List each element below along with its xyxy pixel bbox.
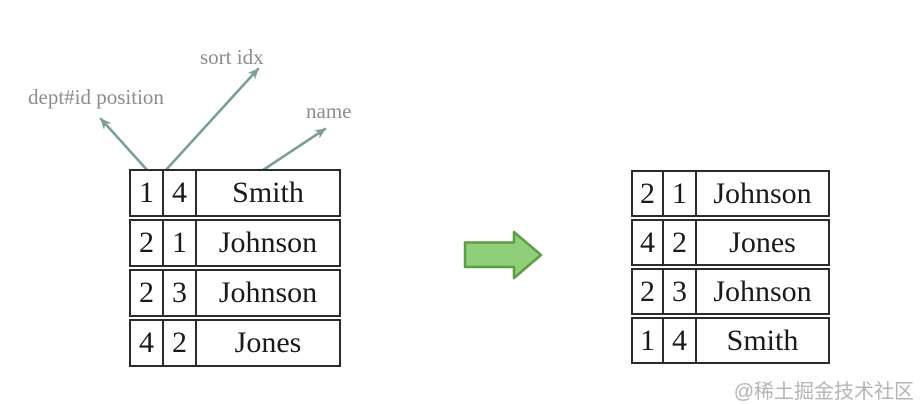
cell-dept-position: 4	[131, 321, 164, 365]
cell-name: Jones	[234, 326, 302, 359]
table-row: 4 2 Jones	[129, 319, 341, 367]
pointer-arrow-dept-icon	[99, 117, 150, 173]
watermark: @稀土掘金技术社区	[733, 381, 914, 403]
cell-name: Johnson	[713, 274, 812, 308]
cell-sort-idx: 2	[664, 221, 697, 264]
source-table: 1 4 Smith 2 1 Johnson 2 3 Johnson 4 2 Jo…	[129, 169, 341, 367]
cell-sort-idx: 4	[164, 171, 197, 215]
table-row: 1 4 Smith	[631, 317, 830, 364]
table-row: 2 3 Johnson	[631, 268, 830, 315]
table-row: 2 3 Johnson	[129, 269, 341, 317]
cell-sort-idx: 1	[664, 172, 697, 215]
cell-dept-position: 2	[633, 172, 664, 215]
cell-sort-idx: 4	[664, 319, 697, 362]
cell-sort-idx: 1	[164, 221, 197, 265]
cell-dept-position: 1	[131, 171, 164, 215]
cell-sort-idx: 3	[664, 270, 697, 313]
column-label-name: name	[306, 99, 352, 123]
cell-sort-idx: 3	[164, 271, 197, 315]
transform-right-arrow-icon	[463, 230, 543, 280]
cell-name: Smith	[232, 176, 304, 209]
pointer-arrow-sort-idx-icon	[163, 67, 260, 173]
column-label-dept-id-position: dept#id position	[28, 85, 164, 109]
table-row: 4 2 Jones	[631, 219, 830, 266]
cell-name: Johnson	[218, 276, 318, 309]
cell-dept-position: 4	[633, 221, 664, 264]
pointer-arrow-name-icon	[255, 127, 327, 176]
cell-name: Smith	[726, 323, 799, 357]
cell-sort-idx: 2	[164, 321, 197, 365]
cell-dept-position: 2	[131, 221, 164, 265]
cell-dept-position: 2	[131, 271, 164, 315]
table-row: 2 1 Johnson	[129, 219, 341, 267]
cell-dept-position: 2	[633, 270, 664, 313]
cell-name: Johnson	[218, 226, 318, 259]
sorted-table: 2 1 Johnson 4 2 Jones 2 3 Johnson 1 4 Sm…	[631, 170, 830, 364]
cell-name: Johnson	[713, 176, 812, 210]
column-label-sort-idx: sort idx	[200, 45, 264, 69]
cell-name: Jones	[729, 225, 796, 259]
table-row: 2 1 Johnson	[631, 170, 830, 217]
cell-dept-position: 1	[633, 319, 664, 362]
table-row: 1 4 Smith	[129, 169, 341, 217]
